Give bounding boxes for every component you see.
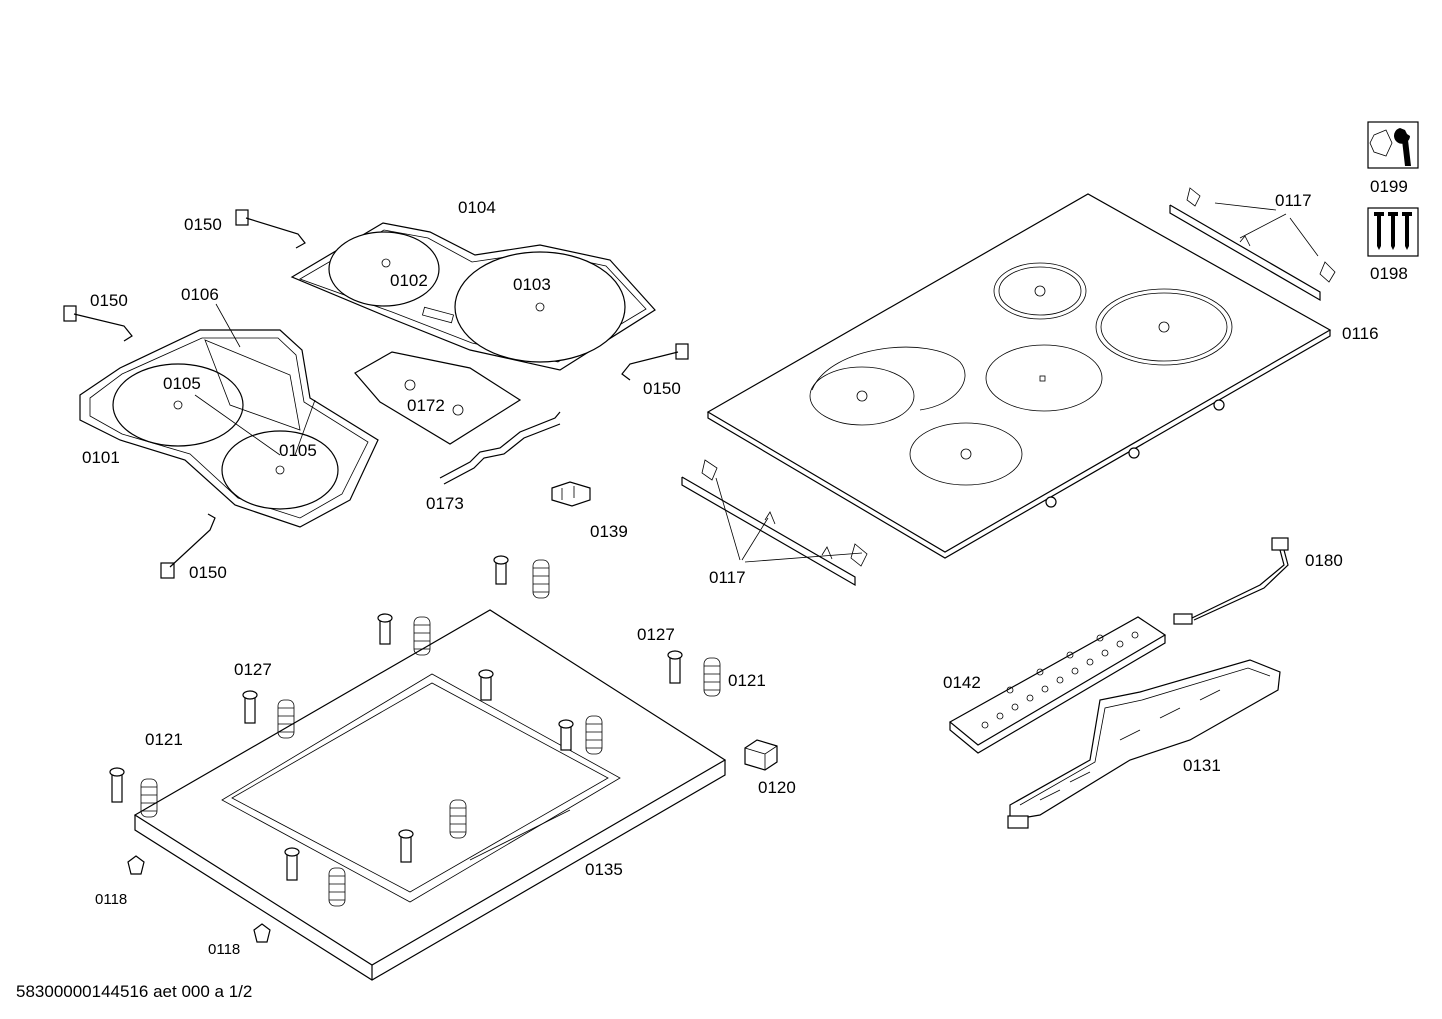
control-board-0142[interactable] <box>948 616 1167 754</box>
foot-0127[interactable] <box>478 669 494 701</box>
label-0172: 0172 <box>407 396 445 415</box>
label-0173: 0173 <box>426 494 464 513</box>
label-0199: 0199 <box>1370 177 1408 196</box>
label-0118: 0118 <box>208 941 240 958</box>
label-0150: 0150 <box>643 379 681 398</box>
label-0101: 0101 <box>82 448 120 467</box>
label-0135: 0135 <box>585 860 623 879</box>
label-0142: 0142 <box>943 673 981 692</box>
foot-0127[interactable] <box>284 847 300 881</box>
label-0103: 0103 <box>513 275 551 294</box>
label-0117: 0117 <box>709 568 746 587</box>
label-0150: 0150 <box>184 215 222 234</box>
foot-0127[interactable] <box>558 719 574 751</box>
label-0104: 0104 <box>458 198 496 217</box>
screws-icon[interactable] <box>1367 207 1419 257</box>
label-0105: 0105 <box>279 441 317 460</box>
bracket-0117-bottom[interactable] <box>681 459 868 587</box>
coil-carrier-0101[interactable] <box>79 329 379 528</box>
sensor-0139[interactable] <box>551 481 591 507</box>
label-0105: 0105 <box>163 374 201 393</box>
clip-0118-b[interactable] <box>253 923 271 943</box>
label-0106: 0106 <box>181 285 219 304</box>
label-0116: 0116 <box>1342 324 1379 343</box>
bottom-housing-0135[interactable] <box>133 609 727 981</box>
spring-0121[interactable] <box>585 715 603 755</box>
tray-0131[interactable] <box>1007 659 1281 829</box>
foot-0127[interactable] <box>667 650 683 684</box>
foot-0127[interactable] <box>398 829 414 863</box>
spring-group <box>140 559 721 907</box>
label-0127: 0127 <box>234 660 272 679</box>
wrench-nut-icon[interactable] <box>1367 121 1419 169</box>
clip-0118-a[interactable] <box>127 855 145 875</box>
spring-0121[interactable] <box>703 657 721 697</box>
spring-0121[interactable] <box>140 778 158 818</box>
spring-0121[interactable] <box>328 867 346 907</box>
spring-0121[interactable] <box>277 699 295 739</box>
spring-0121[interactable] <box>413 616 431 656</box>
foot-0127[interactable] <box>377 613 393 645</box>
label-0139: 0139 <box>590 522 628 541</box>
label-0180: 0180 <box>1305 551 1343 570</box>
spring-0121[interactable] <box>449 799 467 839</box>
shield-plate-0172[interactable] <box>354 351 522 445</box>
clip-0173[interactable] <box>439 411 561 485</box>
cable-0180[interactable] <box>1173 537 1289 625</box>
cable-0150-d[interactable] <box>160 513 216 579</box>
label-0118: 0118 <box>95 891 127 908</box>
terminal-block-0120[interactable] <box>744 739 778 771</box>
foot-0127[interactable] <box>109 767 125 803</box>
cable-0150-b[interactable] <box>63 305 133 342</box>
cable-0150-c[interactable] <box>621 343 689 381</box>
cable-0150-a[interactable] <box>235 209 306 249</box>
label-0131: 0131 <box>1183 756 1221 775</box>
label-0121: 0121 <box>145 730 183 749</box>
label-0120: 0120 <box>758 778 796 797</box>
foot-0127[interactable] <box>493 555 509 585</box>
spring-0121[interactable] <box>532 559 550 599</box>
foot-0127[interactable] <box>242 690 258 724</box>
foot-group <box>109 555 683 881</box>
label-0150: 0150 <box>189 563 227 582</box>
label-0102: 0102 <box>390 271 428 290</box>
bracket-0117-top[interactable] <box>1169 187 1336 302</box>
coil-carrier-0104[interactable] <box>290 222 656 371</box>
label-0198: 0198 <box>1370 264 1408 283</box>
label-0127: 0127 <box>637 625 675 644</box>
glass-cooktop-0116[interactable] <box>706 193 1332 559</box>
label-0117: 0117 <box>1275 191 1312 210</box>
drawing-number: 58300000144516 aet 000 a 1/2 <box>16 982 252 1001</box>
label-0121: 0121 <box>728 671 766 690</box>
label-0150: 0150 <box>90 291 128 310</box>
